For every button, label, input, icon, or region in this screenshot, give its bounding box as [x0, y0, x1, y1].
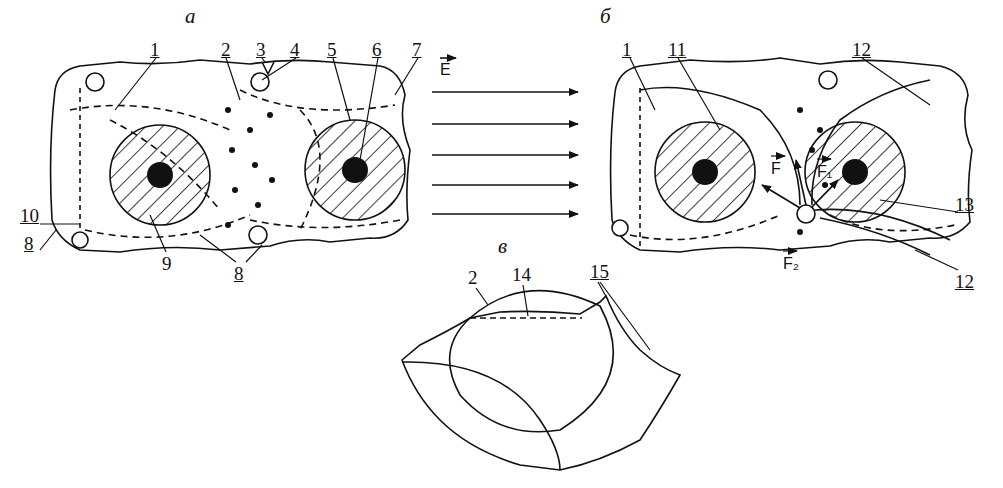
callout-number: 13: [955, 195, 974, 214]
callout-number: 2: [221, 40, 231, 59]
callout-number: 1: [622, 40, 632, 59]
callout-number: 14: [512, 265, 531, 284]
callout-number: 10: [20, 206, 39, 225]
vector-label: F₁: [817, 164, 832, 180]
vector-label: F₂: [783, 256, 799, 272]
callout-number: 6: [372, 40, 382, 59]
callout-number: 11: [668, 40, 686, 59]
callout-number: 4: [290, 40, 300, 59]
panel-letter: а: [185, 6, 196, 27]
callout-number: 5: [327, 40, 337, 59]
callout-number: 15: [590, 262, 609, 281]
callout-number: 8: [24, 234, 34, 253]
callout-number: 3: [256, 40, 266, 59]
callout-number: 2: [468, 268, 478, 287]
callout-number: 7: [412, 40, 422, 59]
callout-number: 12: [852, 40, 871, 59]
callout-number: 9: [162, 254, 172, 273]
vector-label: E: [440, 62, 451, 78]
callout-number: 12: [955, 272, 974, 291]
callout-number: 8: [234, 264, 244, 283]
vector-label: F: [771, 161, 781, 177]
callout-number: 1: [150, 40, 160, 59]
panel-letter: в: [498, 236, 507, 257]
panel-letter: б: [600, 6, 611, 27]
